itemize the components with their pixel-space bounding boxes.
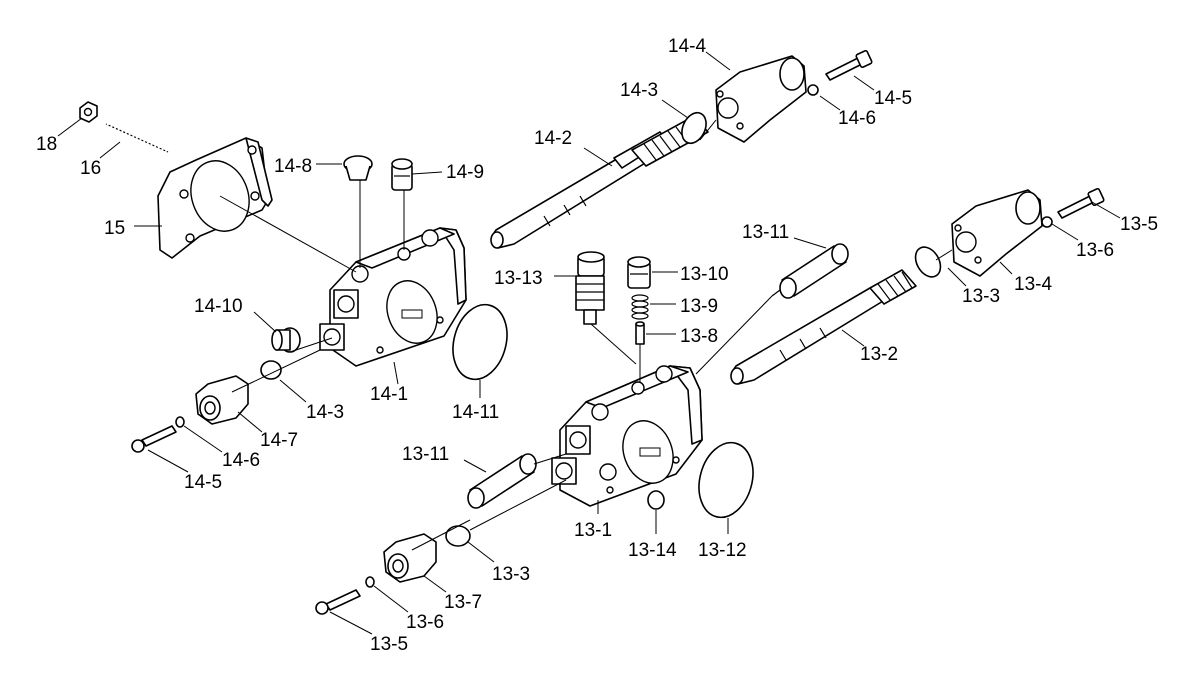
label-13-13: 13-13 xyxy=(494,268,543,289)
label-14-3-top: 14-3 xyxy=(620,80,658,101)
part-13-13-relief-valve xyxy=(575,251,605,325)
part-14-6-washer-lower xyxy=(175,416,185,428)
part-13-12-o-ring xyxy=(698,441,754,519)
label-13-7: 13-7 xyxy=(444,592,482,613)
part-13-2-spool xyxy=(730,269,917,385)
part-13-14-o-ring xyxy=(647,490,665,510)
part-13-5-bolt-lower xyxy=(315,589,361,615)
part-14-11-o-ring xyxy=(452,303,508,381)
part-13-11-upper-plug xyxy=(771,243,849,299)
label-13-2: 13-2 xyxy=(860,344,898,365)
part-14-10-plug xyxy=(271,327,301,353)
part-14-5-bolt-lower xyxy=(131,425,177,453)
part-13-3-o-ring-lower xyxy=(445,525,471,547)
label-13-10: 13-10 xyxy=(680,264,729,285)
label-13-8: 13-8 xyxy=(680,326,718,347)
label-14-11: 14-11 xyxy=(452,402,499,423)
part-13-6-washer-lower xyxy=(365,576,375,588)
label-13-12: 13-12 xyxy=(698,540,747,561)
part-13-7-cap-lower xyxy=(383,533,437,583)
label-13-6-top: 13-6 xyxy=(1076,240,1114,261)
label-13-6-bottom: 13-6 xyxy=(406,612,444,633)
part-13-9-spring xyxy=(631,294,649,320)
part-14-8-plug xyxy=(343,155,373,181)
part-13-8-poppet xyxy=(635,321,645,345)
part-labels: 18 16 15 14-8 14-9 14-2 14-3 14-4 14-5 1… xyxy=(36,36,1158,655)
label-13-11-bottom: 13-11 xyxy=(402,444,449,465)
part-13-1-valve-body xyxy=(551,365,703,507)
label-16: 16 xyxy=(80,158,101,179)
part-13-4-cap-housing xyxy=(951,189,1043,277)
part-13-6-washer-top xyxy=(1041,216,1053,228)
label-13-3-right: 13-3 xyxy=(962,286,1000,307)
label-14-6-top: 14-6 xyxy=(838,108,876,129)
label-14-5-top: 14-5 xyxy=(874,88,912,109)
leader-lines xyxy=(57,51,1121,635)
label-18: 18 xyxy=(36,134,57,155)
label-13-3-bottom: 13-3 xyxy=(492,564,530,585)
label-13-5-bottom: 13-5 xyxy=(370,634,408,655)
part-14-7-cap-lower xyxy=(195,375,249,425)
label-14-7: 14-7 xyxy=(260,430,298,451)
label-14-3-bottom: 14-3 xyxy=(306,402,344,423)
part-13-5-bolt-top xyxy=(1057,187,1105,219)
label-14-6-bottom: 14-6 xyxy=(222,450,260,471)
label-14-4: 14-4 xyxy=(668,36,706,57)
label-14-5-bottom: 14-5 xyxy=(184,472,222,493)
part-13-3-o-ring-right xyxy=(914,246,942,278)
label-13-1: 13-1 xyxy=(574,520,612,541)
label-14-10: 14-10 xyxy=(194,296,243,317)
label-14-8: 14-8 xyxy=(274,156,312,177)
part-14-6-washer-top xyxy=(807,84,819,96)
label-14-9: 14-9 xyxy=(446,162,484,183)
part-14-1-valve-body xyxy=(319,227,467,367)
label-14-2: 14-2 xyxy=(534,128,572,149)
label-13-11-top: 13-11 xyxy=(742,222,789,243)
part-14-5-bolt-top xyxy=(825,49,873,81)
part-16-stud xyxy=(105,122,169,153)
label-15: 15 xyxy=(104,218,125,239)
part-14-9-cap xyxy=(391,158,413,191)
label-13-14: 13-14 xyxy=(628,540,677,561)
label-14-1: 14-1 xyxy=(370,384,408,405)
part-14-3-o-ring-top xyxy=(681,111,707,145)
part-13-11-lower-plug xyxy=(467,453,537,509)
part-13-10-cap xyxy=(627,256,651,289)
part-18-nut xyxy=(79,101,98,123)
label-13-4: 13-4 xyxy=(1014,274,1052,295)
part-15-cover-plate xyxy=(157,137,273,259)
label-13-5-top: 13-5 xyxy=(1120,214,1158,235)
label-13-9: 13-9 xyxy=(680,296,718,317)
part-14-4-cap-housing xyxy=(715,55,807,143)
part-14-2-spool xyxy=(490,115,709,249)
part-14-3-o-ring-lower xyxy=(260,360,282,380)
